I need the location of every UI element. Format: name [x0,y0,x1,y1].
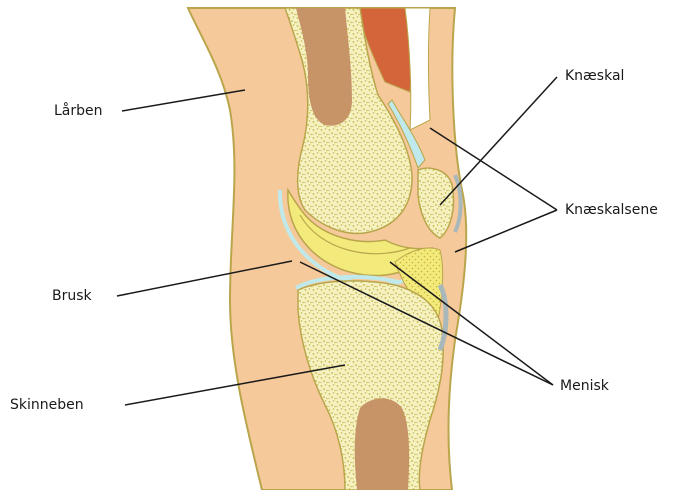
label-tibia: Skinneben [10,397,84,413]
label-cartilage: Brusk [52,288,92,304]
femur-leader [122,90,245,111]
patella-leader [440,77,557,205]
tibia-shaft [355,398,409,490]
label-femur: Lårben [54,103,103,119]
label-meniscus: Menisk [560,378,609,394]
label-patella: Knæskal [565,68,624,84]
label-patellar-tendon: Knæskalsene [565,202,658,218]
patellar-tendon-leader-lower [455,210,557,252]
